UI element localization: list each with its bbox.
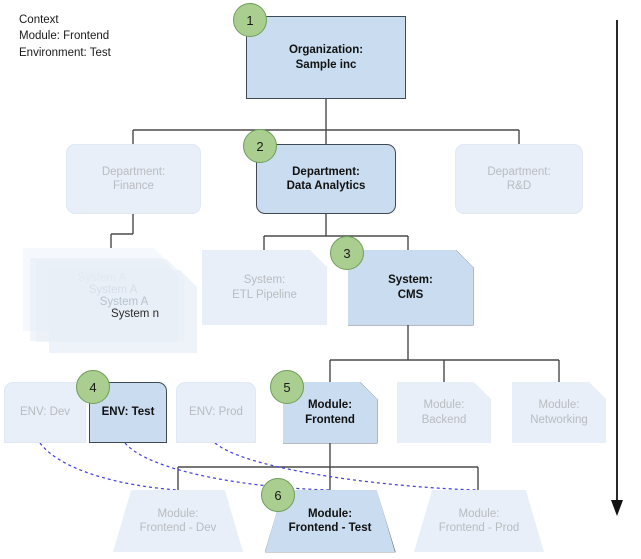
node-label: Department: R&D [487,165,551,192]
flow-arrow-group [611,20,623,516]
badge-5[interactable]: 5 [270,370,304,404]
node-system-stack-label-1: System A [77,272,127,284]
node-env-prod[interactable]: ENV: Prod [176,382,256,443]
badge-number: 1 [246,12,254,28]
node-label: ENV: Prod [189,406,243,419]
badge-number: 6 [274,487,282,503]
node-label: ENV: Test [101,406,155,419]
node-system-stack-label-2: System A [88,284,138,296]
node-module-backend[interactable]: Module: Backend [397,382,491,443]
badge-number: 4 [89,379,97,395]
node-label: Module: Frontend [305,399,355,426]
badge-2[interactable]: 2 [243,129,277,163]
context-note: Context Module: Frontend Environment: Te… [19,14,111,59]
node-env-dev[interactable]: ENV: Dev [4,382,86,443]
badge-number: 2 [256,138,264,154]
node-module-frontend-prod[interactable]: Module: Frontend - Prod [414,490,544,552]
node-dept-data-analytics[interactable]: Department: Data Analytics [256,144,396,214]
node-system-stack-label-4: System n [111,308,159,320]
node-org-sample-inc[interactable]: Organization: Sample inc [246,16,406,99]
node-label: ENV: Dev [19,406,71,419]
node-module-networking[interactable]: Module: Networking [512,382,606,443]
node-module-frontend-dev[interactable]: Module: Frontend - Dev [113,490,243,552]
node-label: Department: Finance [101,165,166,192]
node-label: Module: Frontend - Test [288,507,372,534]
node-system-stack-label-3: System A [99,296,149,308]
node-system-etl-pipeline[interactable]: System: ETL Pipeline [202,250,327,325]
badge-number: 3 [343,245,351,261]
badge-3[interactable]: 3 [330,236,364,270]
badge-1[interactable]: 1 [233,3,267,37]
node-label: Module: Frontend - Prod [438,507,520,534]
node-label: System: CMS [388,274,433,301]
node-label: Department: Data Analytics [286,165,366,192]
node-label: Organization: Sample inc [288,44,364,71]
node-label: Module: Frontend - Dev [139,507,217,534]
badge-number: 5 [283,379,291,395]
node-label: Module: Networking [530,399,588,426]
node-system-stack-layer-4[interactable] [30,258,178,341]
node-dept-rnd[interactable]: Department: R&D [455,144,583,214]
node-label: System: ETL Pipeline [232,274,297,301]
node-system-cms[interactable]: System: CMS [348,250,473,325]
node-dept-finance[interactable]: Department: Finance [66,144,201,214]
node-label: Module: Backend [421,399,467,426]
badge-4[interactable]: 4 [76,370,110,404]
badge-6[interactable]: 6 [261,478,295,512]
